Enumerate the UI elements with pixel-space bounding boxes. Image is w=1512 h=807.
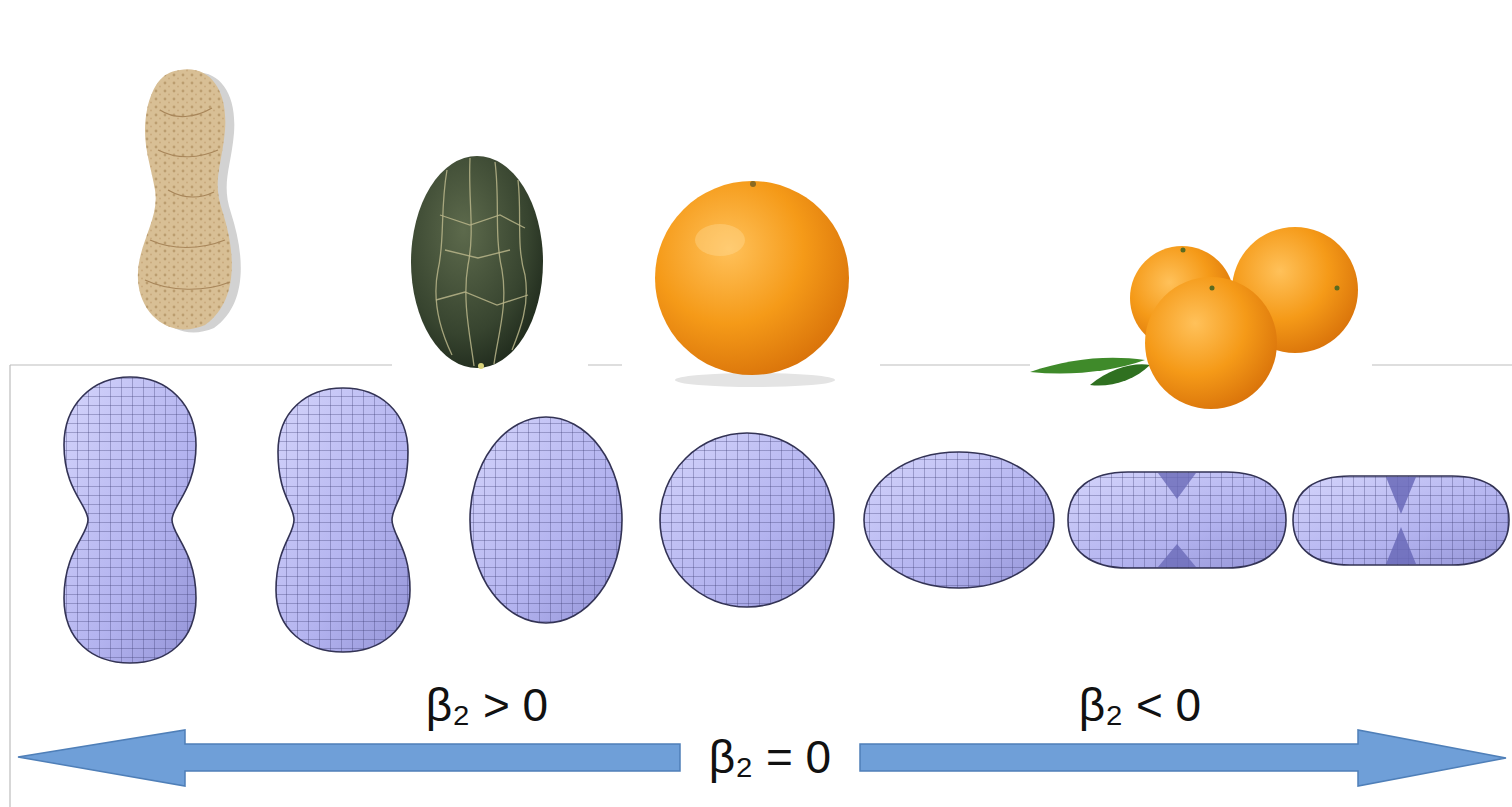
- melon-photo: [411, 156, 543, 369]
- double-arrow: [18, 730, 1506, 786]
- panel-border: [10, 365, 1512, 807]
- oblate-shape: [864, 452, 1054, 588]
- left-arrow: [18, 730, 680, 786]
- orange-photo: [655, 181, 849, 387]
- disc-shape: [1068, 472, 1286, 568]
- right-arrow: [860, 730, 1506, 786]
- peanut-photo: [138, 69, 241, 332]
- beta-label: β₂ = 0: [705, 732, 835, 783]
- beta-label: β₂ > 0: [422, 680, 552, 731]
- nucleus-shapes: [64, 377, 1509, 663]
- torus-shape: [1293, 476, 1509, 565]
- neck-shape: [276, 388, 410, 652]
- peanut-shape: [64, 377, 196, 663]
- mandarins-photo: [1030, 227, 1358, 409]
- beta-label: β₂ < 0: [1075, 680, 1205, 731]
- sphere-shape: [660, 433, 834, 607]
- prolate-shape: [470, 417, 622, 623]
